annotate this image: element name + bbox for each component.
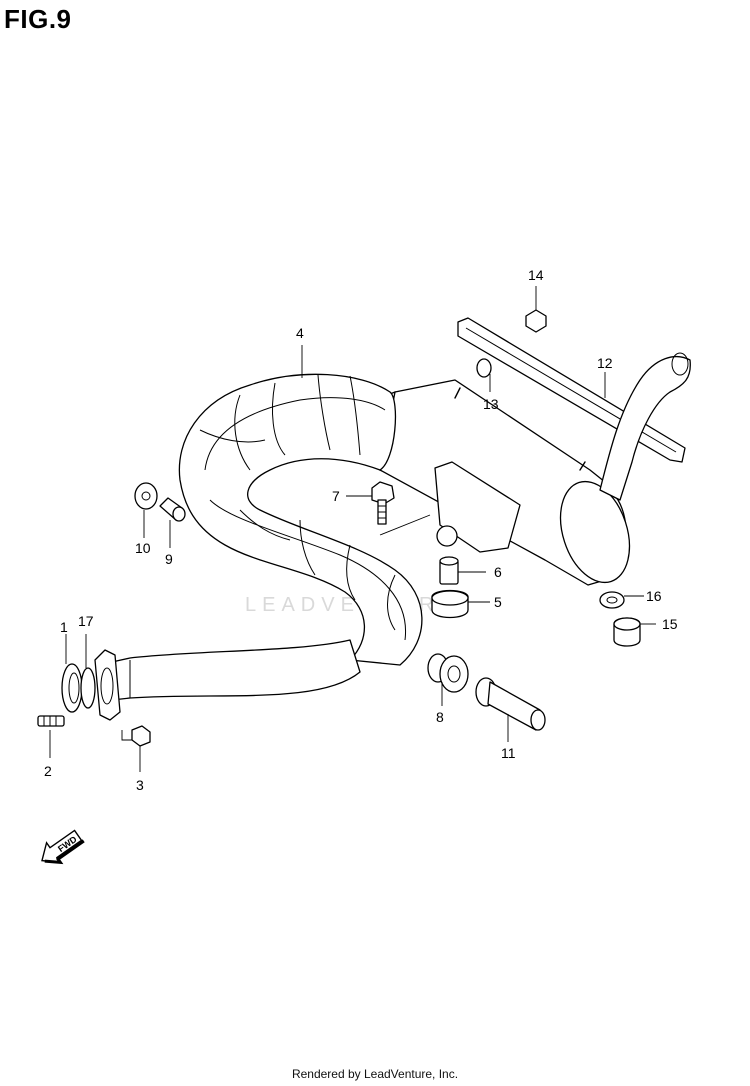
exhaust-header-pipe — [111, 373, 423, 701]
collar-part-6 — [439, 556, 459, 585]
drain-plug-part-15 — [613, 617, 641, 647]
pipe-flange — [94, 649, 121, 721]
callout-2: 2 — [44, 763, 52, 779]
callout-16: 16 — [646, 588, 662, 604]
forward-direction-arrow: FWD — [41, 829, 85, 865]
callout-14: 14 — [528, 267, 544, 283]
callout-15: 15 — [662, 616, 678, 632]
bushing-part-11 — [475, 677, 546, 731]
nut-part-14 — [525, 309, 547, 333]
nut-part-3 — [131, 725, 151, 747]
callout-3: 3 — [136, 777, 144, 793]
washer-part-10 — [134, 482, 158, 510]
callout-11: 11 — [501, 745, 516, 761]
callout-9: 9 — [165, 551, 173, 567]
collar-part-9 — [159, 497, 186, 522]
callout-12: 12 — [597, 355, 613, 371]
callout-5: 5 — [494, 594, 502, 610]
callout-8: 8 — [436, 709, 444, 725]
grommet-part-8 — [427, 653, 469, 693]
callout-17: 17 — [78, 613, 94, 629]
gasket-part-16 — [599, 591, 625, 609]
washer-part-13 — [476, 358, 492, 378]
callout-13: 13 — [483, 396, 499, 412]
callout-4: 4 — [296, 325, 304, 341]
callout-6: 6 — [494, 564, 502, 580]
footer-credit: Rendered by LeadVenture, Inc. — [291, 1067, 459, 1081]
bolt-part-7 — [371, 481, 395, 525]
grommet-part-5 — [431, 589, 469, 619]
callout-labels: 1 2 3 4 5 6 7 8 9 10 11 12 13 14 15 16 1… — [44, 267, 678, 793]
stud-bolt-part-2 — [37, 715, 65, 727]
leader-lines — [49, 286, 656, 772]
figure-title: FIG.9 — [4, 4, 72, 34]
callout-1: 1 — [60, 619, 68, 635]
callout-7: 7 — [332, 488, 340, 504]
muffler-body — [370, 317, 691, 586]
callout-10: 10 — [135, 540, 151, 556]
gasket-part-17 — [80, 667, 96, 709]
